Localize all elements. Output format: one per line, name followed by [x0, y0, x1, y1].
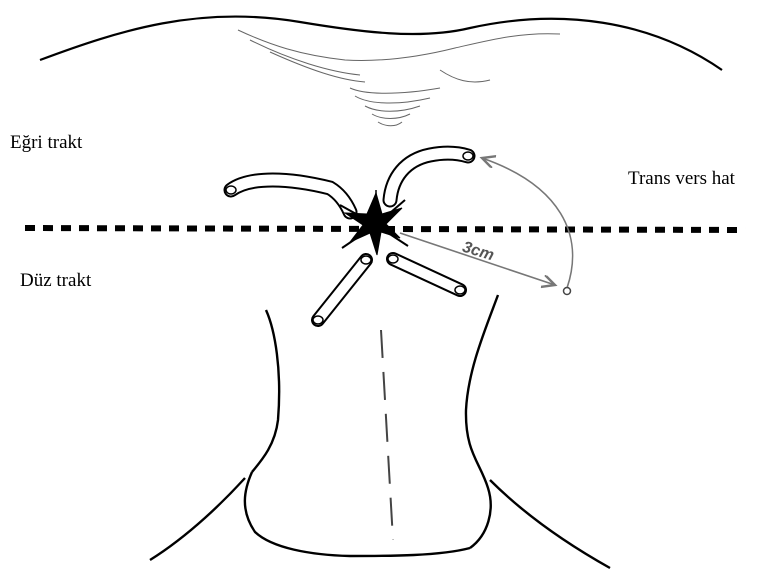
body-contour	[150, 295, 610, 568]
straight-tract-right	[388, 255, 465, 294]
curved-tract-right	[390, 152, 473, 200]
curved-tract-label: Eğri trakt	[10, 133, 82, 152]
distance-label: 3cm	[460, 239, 496, 265]
transverse-line-label: Trans vers hat	[628, 169, 735, 188]
curved-tract-left	[226, 180, 350, 212]
back-contour-line	[40, 16, 722, 70]
straight-tract-left	[313, 256, 371, 324]
straight-tract-label: Düz trakt	[20, 271, 91, 290]
upper-fold-sketch	[238, 30, 560, 126]
incision-point	[564, 288, 571, 295]
arc-arrow	[482, 158, 573, 288]
midline-cleft	[381, 330, 393, 540]
